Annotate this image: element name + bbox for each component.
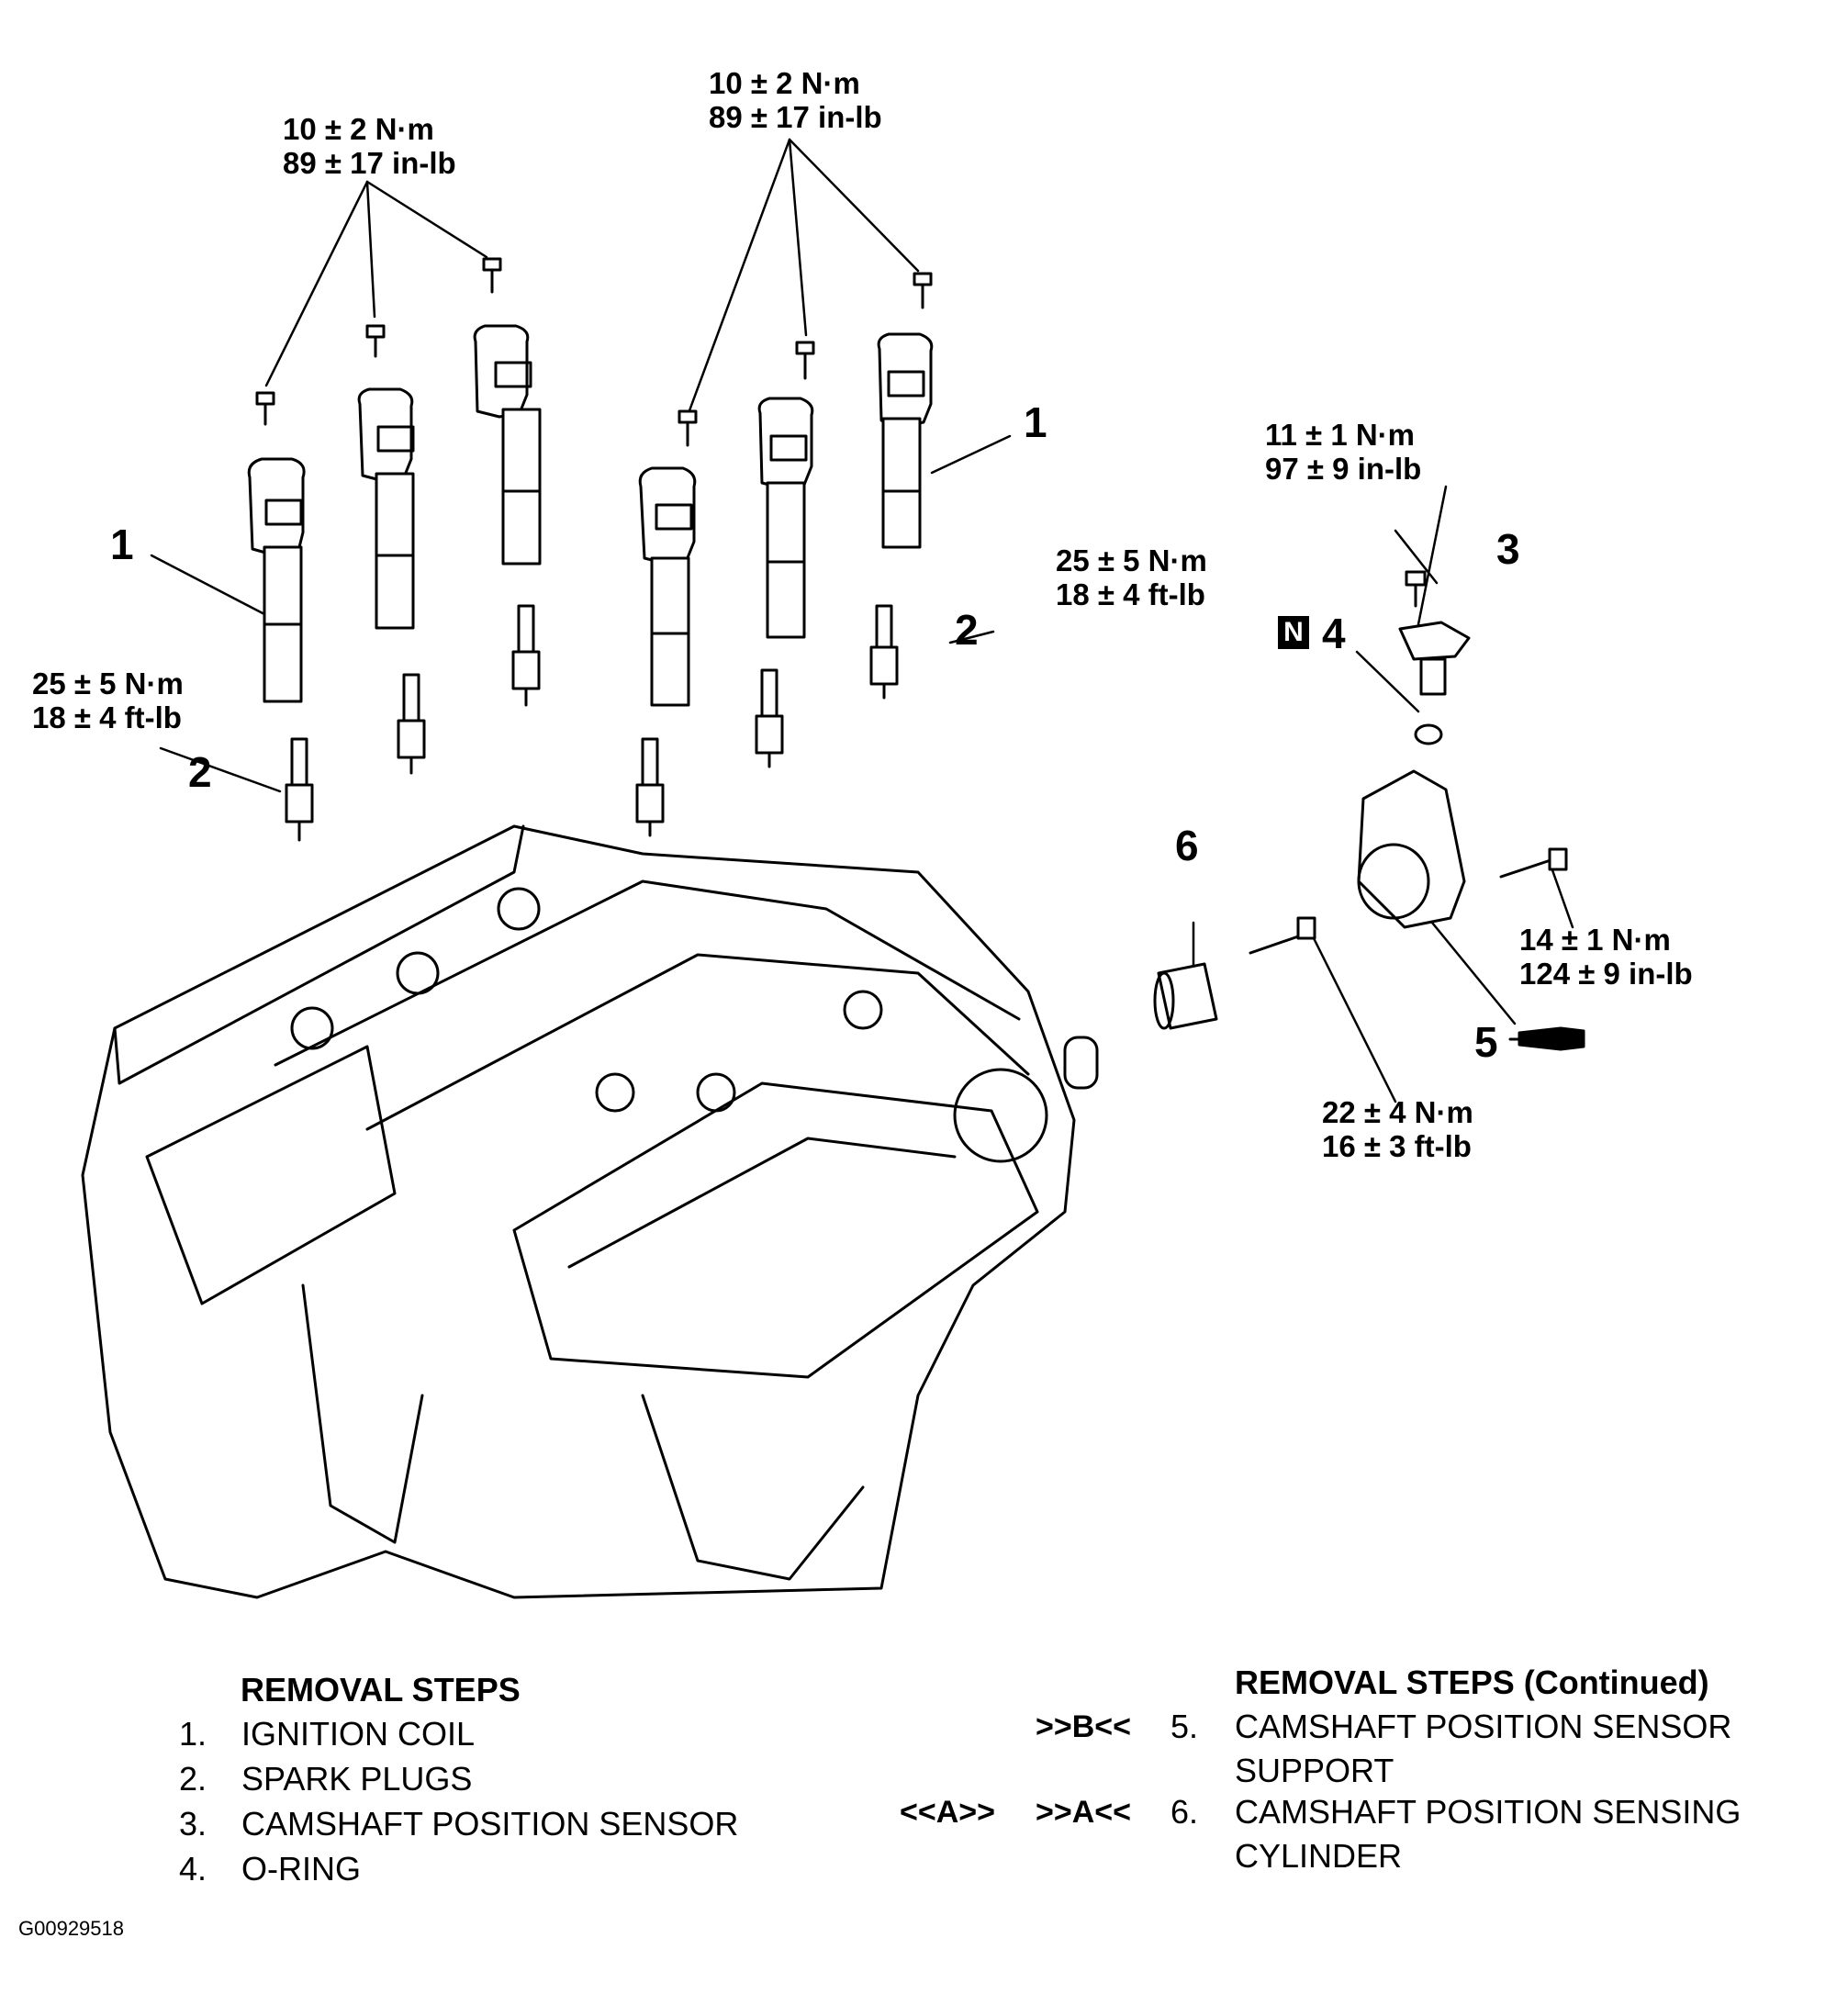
step-5-number: 5. [1170, 1708, 1199, 1745]
torque-value-imperial: 18 ± 4 ft-lb [1056, 577, 1205, 611]
step-text: CAMSHAFT POSITION SENSOR [241, 1805, 739, 1843]
torque-value-nm: 11 ± 1 N·m [1265, 418, 1416, 452]
step-text: SPARK PLUGS [241, 1760, 473, 1798]
spark-plugs [285, 604, 899, 842]
list-item: 2. SPARK PLUGS [179, 1760, 472, 1798]
torque-sensor-bolt: 11 ± 1 N·m 97 ± 9 in-lb [1265, 418, 1421, 486]
camshaft-parts [1153, 570, 1585, 1051]
figure-id: G00929518 [18, 1917, 124, 1940]
torque-value-nm: 22 ± 4 N·m [1322, 1095, 1473, 1129]
torque-value-imperial: 97 ± 9 in-lb [1265, 452, 1422, 486]
torque-support-bolt: 14 ± 1 N·m 124 ± 9 in-lb [1519, 923, 1693, 991]
torque-spark-plugs-left: 25 ± 5 N·m 18 ± 4 ft-lb [32, 667, 184, 734]
step-text: IGNITION COIL [241, 1715, 476, 1753]
callout-plug-right: 2 [955, 606, 979, 654]
torque-value-nm: 10 ± 2 N·m [709, 66, 860, 100]
torque-coil-bolts-left: 10 ± 2 N·m 89 ± 17 in-lb [283, 112, 456, 180]
torque-cylinder-bolt: 22 ± 4 N·m 16 ± 3 ft-lb [1322, 1095, 1473, 1163]
callout-cylinder: 6 [1175, 822, 1199, 869]
step-5-remove-note: >>B<< [1036, 1709, 1131, 1744]
torque-coil-bolts-right: 10 ± 2 N·m 89 ± 17 in-lb [709, 66, 882, 134]
torque-spark-plugs-right: 25 ± 5 N·m 18 ± 4 ft-lb [1056, 543, 1207, 611]
callout-plug-left: 2 [188, 748, 212, 796]
torque-value-imperial: 89 ± 17 in-lb [283, 146, 456, 180]
torque-value-imperial: 124 ± 9 in-lb [1519, 957, 1693, 991]
torque-value-nm: 25 ± 5 N·m [1056, 543, 1207, 577]
callout-support: 5 [1474, 1018, 1498, 1066]
callout-oring-symbol: N [1278, 616, 1309, 649]
torque-value-imperial: 16 ± 3 ft-lb [1322, 1129, 1472, 1163]
step-number: 4. [179, 1850, 207, 1888]
ignition-coils [247, 324, 934, 707]
step-6-text-line-2: CYLINDER [1235, 1837, 1403, 1875]
torque-value-nm: 10 ± 2 N·m [283, 112, 434, 146]
step-text: O-RING [241, 1850, 361, 1888]
leader-lines [150, 138, 1574, 1103]
step-5-text-line-2: SUPPORT [1235, 1752, 1394, 1789]
step-6-remove-note: >>A<< [1036, 1795, 1131, 1830]
callout-oring: 4 [1322, 610, 1346, 657]
step-6-number: 6. [1170, 1793, 1199, 1831]
removal-steps-continued-title: REMOVAL STEPS (Continued) [1235, 1664, 1709, 1701]
coil-bolts [255, 257, 933, 447]
step-number: 2. [179, 1760, 207, 1798]
engine-block [81, 824, 1099, 1599]
list-item: 4. O-RING [179, 1850, 361, 1888]
step-6-text-line-1: CAMSHAFT POSITION SENSING [1235, 1793, 1742, 1831]
step-5-text-line-1: CAMSHAFT POSITION SENSOR [1235, 1708, 1732, 1745]
list-item: 1. IGNITION COIL [179, 1715, 475, 1753]
step-6-install-note: <<A>> [900, 1795, 995, 1830]
callout-coil-left: 1 [110, 521, 134, 568]
step-number: 1. [179, 1715, 207, 1753]
removal-steps-title: REMOVAL STEPS [241, 1671, 521, 1708]
torque-value-nm: 14 ± 1 N·m [1519, 923, 1671, 957]
callout-sensor: 3 [1496, 525, 1520, 573]
step-number: 3. [179, 1805, 207, 1843]
list-item: 3. CAMSHAFT POSITION SENSOR [179, 1805, 738, 1843]
torque-value-nm: 25 ± 5 N·m [32, 667, 184, 700]
torque-value-imperial: 89 ± 17 in-lb [709, 100, 882, 134]
torque-value-imperial: 18 ± 4 ft-lb [32, 700, 182, 734]
callout-coil-right: 1 [1024, 398, 1047, 446]
